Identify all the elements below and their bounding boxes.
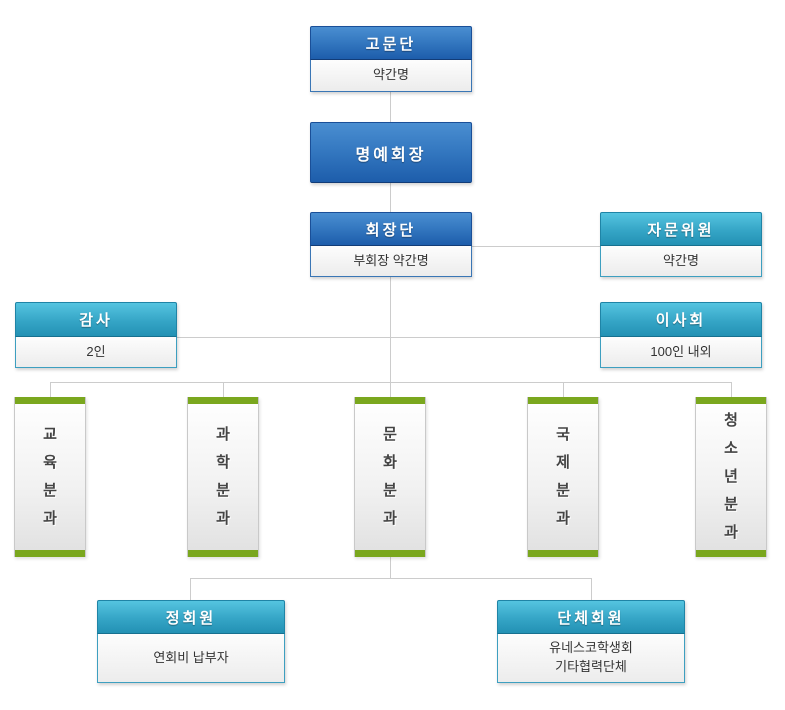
node-division-youth: 청소년분과 (695, 397, 767, 557)
green-bar-top (696, 397, 766, 404)
node-regular-member: 정회원 연회비 납부자 (97, 600, 285, 683)
green-bar-top (355, 397, 425, 404)
green-bar-bottom (696, 550, 766, 557)
connector-advisors-to-honorary (390, 92, 391, 122)
node-regular-member-detail: 연회비 납부자 (97, 634, 285, 683)
green-bar-bottom (355, 550, 425, 557)
node-honorary-chairman: 명예회장 (310, 122, 472, 183)
node-audit-detail: 2인 (15, 337, 177, 368)
node-advisory-committee: 자문위원 약간명 (600, 212, 762, 277)
division-label: 교육분과 (43, 426, 57, 527)
node-division-science: 과학분과 (187, 397, 259, 557)
node-advisors-group-detail: 약간명 (310, 60, 472, 92)
connector-presidium-to-advisory (472, 246, 600, 247)
node-advisory-committee-detail: 약간명 (600, 246, 762, 277)
group-member-detail-line1: 유네스코학생회 (549, 640, 633, 656)
node-group-member-title: 단체회원 (497, 600, 685, 634)
node-audit-title: 감사 (15, 302, 177, 337)
node-regular-member-title: 정회원 (97, 600, 285, 634)
node-advisory-committee-title: 자문위원 (600, 212, 762, 246)
node-advisors-group-title: 고문단 (310, 26, 472, 60)
node-presidium-detail: 부회장 약간명 (310, 246, 472, 277)
node-board-detail: 100인 내외 (600, 337, 762, 368)
green-bar-top (528, 397, 598, 404)
connector-division-bus (50, 382, 731, 383)
node-board-title: 이사회 (600, 302, 762, 337)
node-group-member-detail: 유네스코학생회 기타협력단체 (497, 634, 685, 683)
division-label: 문화분과 (383, 426, 397, 527)
node-board: 이사회 100인 내외 (600, 302, 762, 368)
green-bar-bottom (15, 550, 85, 557)
node-division-education: 교육분과 (14, 397, 86, 557)
green-bar-bottom (528, 550, 598, 557)
green-bar-top (15, 397, 85, 404)
connector-stub-division-1 (50, 382, 51, 397)
group-member-detail-line2: 기타협력단체 (555, 659, 627, 674)
connector-stub-division-2 (223, 382, 224, 397)
division-label: 과학분과 (216, 426, 230, 527)
node-division-culture: 문화분과 (354, 397, 426, 557)
connector-stub-division-4 (563, 382, 564, 397)
node-audit: 감사 2인 (15, 302, 177, 368)
node-advisors-group: 고문단 약간명 (310, 26, 472, 92)
green-bar-bottom (188, 550, 258, 557)
node-group-member: 단체회원 유네스코학생회 기타협력단체 (497, 600, 685, 683)
connector-honorary-to-presidium (390, 183, 391, 212)
connector-stub-regular-member (190, 578, 191, 600)
division-label: 청소년분과 (724, 412, 738, 541)
connector-stub-division-5 (731, 382, 732, 397)
node-presidium: 회장단 부회장 약간명 (310, 212, 472, 277)
green-bar-top (188, 397, 258, 404)
node-presidium-title: 회장단 (310, 212, 472, 246)
connector-stub-group-member (591, 578, 592, 600)
connector-audit-to-board (177, 337, 600, 338)
connector-culture-to-member-bus (390, 557, 391, 578)
division-label: 국제분과 (556, 426, 570, 527)
connector-member-bus (190, 578, 591, 579)
node-division-international: 국제분과 (527, 397, 599, 557)
